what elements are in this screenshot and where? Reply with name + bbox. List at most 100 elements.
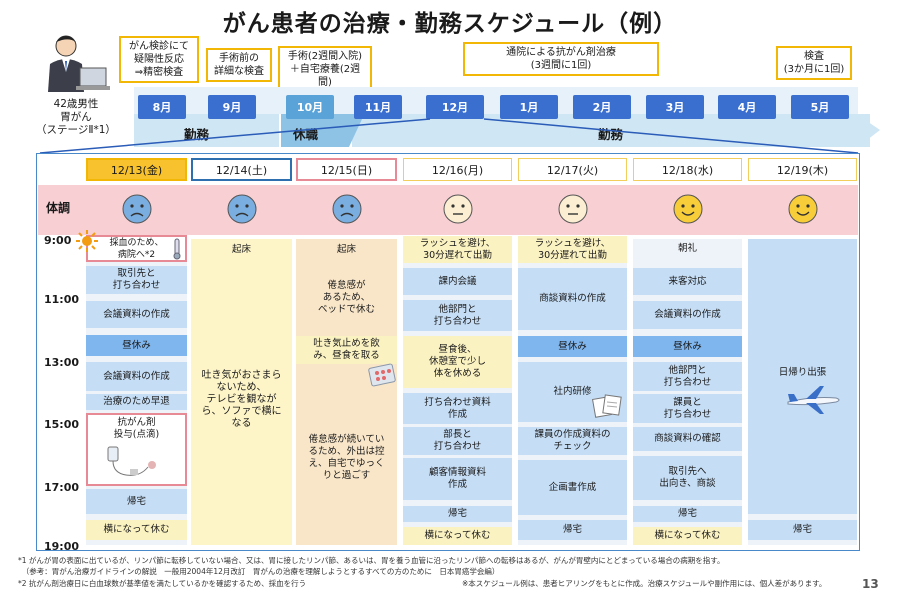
month-feb: 2月	[573, 95, 631, 119]
event-rest: 横になって休む	[403, 527, 512, 545]
event-lunch: 昼休み	[633, 336, 742, 357]
sad-face-icon	[122, 194, 152, 224]
event-go-home: 帰宅	[86, 489, 187, 514]
time-1900: 19:00	[44, 540, 80, 553]
event-morning-meeting: 朝礼	[677, 243, 697, 254]
month-aug: 8月	[138, 95, 186, 119]
day-header-1219: 12/19(木)	[748, 158, 857, 181]
event-late-commute: ラッシュを避け、 30分遅れて出勤	[403, 236, 512, 263]
event-fatigue-bed: 倦怠感が あるため、 ベッドで休む	[317, 280, 375, 315]
time-0900: 9:00	[44, 234, 72, 247]
event-antiemetic-lunch: 吐き気止めを飲 み、昼食を取る	[296, 336, 397, 364]
timeline-arrow	[858, 115, 880, 147]
event-late-commute: ラッシュを避け、 30分遅れて出勤	[518, 236, 627, 263]
time-1500: 15:00	[44, 418, 80, 431]
event-sales-review: 商談資料の確認	[633, 427, 742, 451]
page-number: 13	[862, 577, 879, 591]
footnote-1: *1 がんが胃の表面に出ているが、リンパ節に転移していない場合、又は、胃に接した…	[18, 556, 725, 565]
event-nausea-rest: 吐き気がおさまら ないため、 テレビを観なが ら、ソファで横に なる	[201, 370, 282, 429]
event-manager-meeting: 部長と 打ち合わせ	[403, 427, 512, 455]
patient-diagnosis: 胃がん	[60, 111, 92, 123]
event-stay-home: 倦怠感が続いてい るため、外出は控 え、自宅でゆっく りと過ごす	[308, 434, 385, 481]
footnote-2: *2 抗がん剤治療日に白血球数が基準値を満たしているかを確認するため、採血を行う	[18, 579, 307, 588]
time-1100: 11:00	[44, 293, 80, 306]
month-may: 5月	[791, 95, 849, 119]
event-blood-test: 採血のため、 病院へ*2	[86, 235, 187, 262]
day-header-1218: 12/18(水)	[633, 158, 742, 181]
month-oct: 10月	[286, 95, 334, 119]
event-proposal: 企画書作成	[518, 460, 627, 515]
footnote-ref: （参考：胃がん治療ガイドラインの解説 一般用2004年12月改訂 胃がんの治療を…	[18, 567, 500, 576]
event-meeting-prep-2: 会議資料の作成	[86, 362, 187, 391]
event-section-meeting: 課内会議	[403, 268, 512, 295]
event-rest: 横になって休む	[86, 520, 187, 540]
event-lunch-rest: 昼食後、 休憩室で少し 体を休める	[403, 336, 512, 388]
time-1300: 13:00	[44, 356, 80, 369]
callout-screening: がん検診にて 疑陽性反応 ⇒精密検査	[119, 36, 199, 83]
day-header-1215: 12/15(日)	[296, 158, 397, 181]
documents-icon	[592, 394, 622, 418]
event-meeting-prep: 会議資料の作成	[633, 301, 742, 329]
event-client-meeting: 取引先と 打ち合わせ	[86, 266, 187, 294]
thermometer-icon	[173, 238, 181, 260]
event-dept-meeting: 他部門と 打ち合わせ	[633, 362, 742, 391]
event-business-trip: 日帰り出張	[748, 239, 857, 514]
month-mar: 3月	[646, 95, 704, 119]
event-dept-meeting: 他部門と 打ち合わせ	[403, 300, 512, 331]
event-go-home: 帰宅	[518, 520, 627, 540]
work-label-1: 勤務	[184, 127, 210, 142]
month-nov: 11月	[354, 95, 402, 119]
sun-icon	[76, 230, 98, 252]
iv-drip-icon	[107, 446, 156, 476]
event-staff-meeting: 課員と 打ち合わせ	[633, 394, 742, 423]
event-meeting-docs: 打ち合わせ資料 作成	[403, 393, 512, 424]
month-dec: 12月	[426, 95, 484, 119]
event-leave-early: 治療のため早退	[86, 394, 187, 410]
event-rest: 横になって休む	[633, 527, 742, 545]
smile-face-icon	[788, 194, 818, 224]
callout-checkup: 検査 (3か月に1回)	[776, 46, 852, 80]
month-apr: 4月	[718, 95, 776, 119]
patient-info: 42歳男性 胃がん （ステージⅡ*1）	[20, 98, 132, 137]
page-title: がん患者の治療・勤務スケジュール（例）	[222, 11, 678, 37]
event-go-home: 帰宅	[633, 506, 742, 522]
col-bg-1215	[296, 239, 397, 545]
event-lunch: 昼休み	[86, 335, 187, 356]
callout-preop-exam: 手術前の 詳細な検査	[206, 48, 272, 82]
event-go-home: 帰宅	[403, 506, 512, 522]
callout-surgery: 手術(2週間入院) ＋自宅療養(2週間)	[278, 46, 372, 93]
work-label-2: 勤務	[598, 127, 624, 142]
patient-age-sex: 42歳男性	[53, 98, 99, 110]
day-header-1213: 12/13(金)	[86, 158, 187, 181]
smile-face-icon	[673, 194, 703, 224]
col-bg-1214	[191, 239, 292, 545]
event-client-visit: 取引先へ 出向き、商談	[633, 456, 742, 500]
day-header-1217: 12/17(火)	[518, 158, 627, 181]
patient-stage: （ステージⅡ*1）	[36, 124, 116, 136]
day-header-1214: 12/14(土)	[191, 158, 292, 181]
callout-chemotherapy: 通院による抗がん剤治療 (3週間に1回)	[463, 42, 659, 76]
sad-face-icon	[227, 194, 257, 224]
pill-pack-icon	[368, 363, 396, 387]
event-sales-docs: 商談資料の作成	[518, 268, 627, 330]
event-meeting-prep: 会議資料の作成	[86, 301, 187, 328]
event-review-docs: 課員の作成資料の チェック	[518, 427, 627, 455]
event-customer-docs: 顧客情報資料 作成	[403, 458, 512, 500]
neutral-face-icon	[558, 194, 588, 224]
sad-face-icon	[332, 194, 362, 224]
event-wake-up: 起床	[231, 244, 251, 255]
event-chemo: 抗がん剤 投与(点滴)	[113, 417, 160, 440]
month-sep: 9月	[208, 95, 256, 119]
event-go-home: 帰宅	[748, 520, 857, 540]
businessman-at-laptop-icon	[48, 35, 110, 92]
event-lunch: 昼休み	[518, 336, 627, 357]
event-visitor: 来客対応	[633, 268, 742, 295]
event-wake-up: 起床	[336, 244, 356, 255]
month-jan: 1月	[500, 95, 558, 119]
day-header-1216: 12/16(月)	[403, 158, 512, 181]
footnote-disclaimer: ※本スケジュール例は、患者ヒアリングをもとに作成。治療スケジュールや副作用には、…	[462, 579, 827, 588]
leave-label: 休職	[293, 127, 319, 142]
airplane-icon	[787, 386, 840, 414]
condition-label: 体調	[46, 201, 71, 215]
event-chemo-box	[86, 413, 187, 486]
